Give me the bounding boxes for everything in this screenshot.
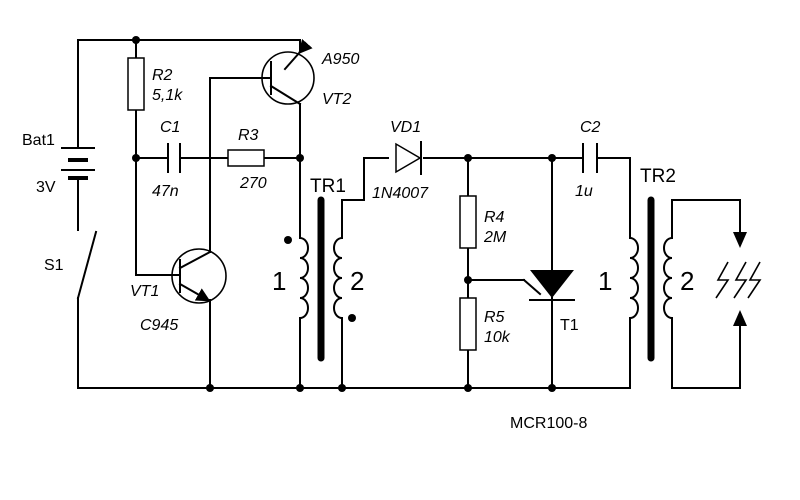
tr1-name: TR1 (310, 176, 346, 197)
vd1-name: VD1 (390, 119, 421, 136)
lightning-icon (715, 261, 762, 299)
resistor-r5: R5 10k (459, 297, 511, 351)
thyristor-t1: T1 MCR100-8 (510, 270, 587, 432)
electrode-bottom-icon (733, 310, 747, 326)
capacitor-c1: C1 47n (152, 119, 181, 200)
c1-name: C1 (160, 119, 180, 136)
vt1-name: VT1 (130, 283, 159, 300)
tr1-secondary: 2 (350, 266, 364, 296)
resistor-r3: R3 270 (227, 127, 267, 192)
tr2-name: TR2 (640, 166, 676, 187)
resistor-r4: R4 2M (459, 195, 507, 249)
vt2-name: VT2 (322, 91, 351, 108)
c1-value: 47n (152, 183, 179, 200)
junctions (132, 36, 556, 392)
capacitor-c2: C2 1u (575, 119, 601, 200)
tr2-primary: 1 (598, 266, 612, 296)
spark-gap (715, 232, 762, 326)
battery-bat1: Bat1 3V (22, 132, 95, 196)
transformer-tr2: 1 2 TR2 (598, 166, 694, 362)
transformer-tr1: 1 2 TR1 (272, 176, 364, 362)
r2-name: R2 (152, 67, 173, 84)
switch-name: S1 (44, 257, 64, 274)
tr2-secondary: 2 (680, 266, 694, 296)
switch-s1: S1 (44, 230, 98, 300)
t1-name: T1 (560, 317, 579, 334)
vt2-part: A950 (321, 51, 359, 68)
t1-part: MCR100-8 (510, 415, 587, 432)
tr1-primary: 1 (272, 266, 286, 296)
c2-value: 1u (575, 183, 593, 200)
r3-name: R3 (238, 127, 259, 144)
transistor-vt1: VT1 C945 (130, 248, 227, 334)
c2-name: C2 (580, 119, 601, 136)
diode-vd1: VD1 1N4007 (372, 119, 429, 202)
vt1-part: C945 (140, 317, 178, 334)
electrode-top-icon (733, 232, 747, 248)
wires (77, 39, 741, 389)
battery-name: Bat1 (22, 132, 55, 149)
battery-voltage: 3V (36, 179, 56, 196)
r4-name: R4 (484, 209, 505, 226)
resistor-r2: R2 5,1k (127, 57, 183, 111)
vd1-part: 1N4007 (372, 185, 429, 202)
r5-name: R5 (484, 309, 505, 326)
r3-value: 270 (239, 175, 267, 192)
r2-value: 5,1k (152, 87, 183, 104)
r5-value: 10k (484, 329, 511, 346)
transistor-vt2: A950 VT2 (259, 38, 359, 108)
r4-value: 2M (483, 229, 507, 246)
